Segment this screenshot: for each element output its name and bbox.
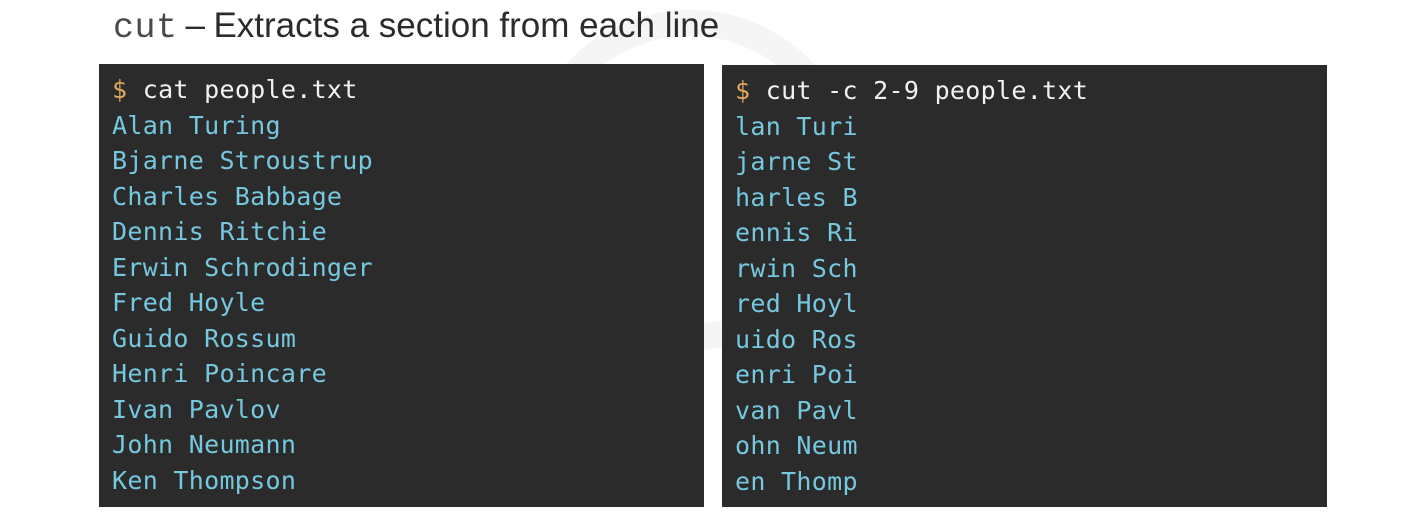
output-line: John Neumann [112,430,297,459]
prompt-symbol: $ [112,75,128,104]
output-line: uido Ros [735,324,858,354]
output-line: Charles Babbage [112,181,343,211]
title-dash: – [185,6,205,45]
output-line: Fred Hoyle [112,288,266,317]
output-line: red Hoyl [735,289,858,318]
title-command: cut [113,8,178,48]
output-line: Dennis Ritchie [112,217,327,246]
prompt-symbol: $ [735,76,751,105]
output-line: ohn Neum [735,431,858,460]
output-line: Bjarne Stroustrup [112,146,373,175]
output-line: Ivan Pavlov [112,394,281,424]
output-line: Ken Thompson [112,465,297,495]
terminal-cut-output: $ cut -c 2-9 people.txt lan Turi jarne S… [722,65,1327,507]
output-line: enri Poi [735,360,858,389]
terminal-command: cat people.txt [142,75,358,104]
output-line: Guido Rossum [112,323,297,353]
output-line: jarne St [735,147,858,176]
output-line: rwin Sch [735,253,858,283]
terminal-prompt-line: $ cat people.txt [112,72,704,108]
output-line: ennis Ri [735,218,858,247]
output-line: Alan Turing [112,110,281,140]
terminal-cat-output: $ cat people.txt Alan Turing Bjarne Stro… [99,64,704,507]
terminal-prompt-line: $ cut -c 2-9 people.txt [735,73,1327,109]
output-line: Erwin Schrodinger [112,252,373,282]
output-line: en Thomp [735,466,858,496]
output-line: Henri Poincare [112,359,327,388]
output-line: harles B [735,182,858,212]
output-line: van Pavl [735,395,858,425]
output-line: lan Turi [735,111,858,141]
title-description: Extracts a section from each line [213,6,720,45]
slide-title: cut– Extracts a section from each line [113,2,719,50]
terminal-command: cut -c 2-9 people.txt [765,76,1089,105]
